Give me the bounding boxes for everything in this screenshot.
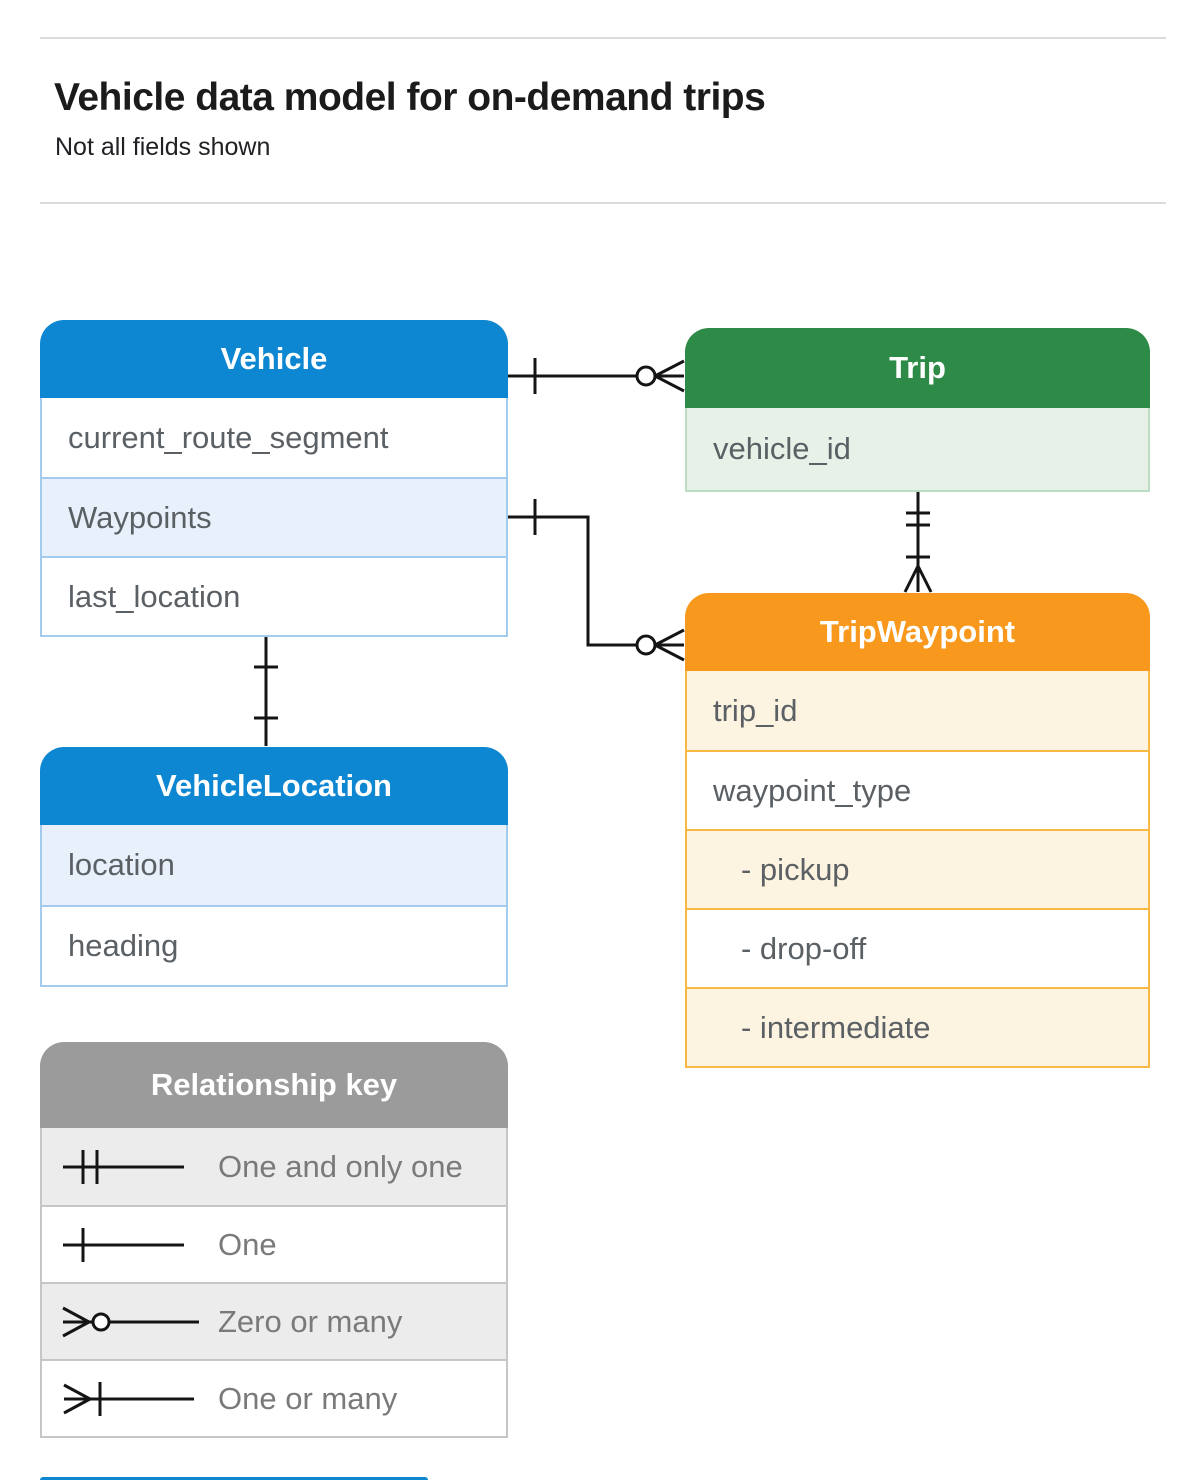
entity-header-vehicle: Vehicle <box>40 320 508 398</box>
field-waypoint-type-dropoff: - drop-off <box>687 908 1148 987</box>
legend-item-one-or-many: One or many <box>42 1359 506 1436</box>
legend-label: One <box>218 1226 277 1262</box>
legend-label: One or many <box>218 1380 398 1416</box>
cut-off-next-table-header <box>40 1477 428 1480</box>
entity-body-tripwaypoint: trip_id waypoint_type - pickup - drop-of… <box>685 671 1150 1068</box>
entity-header-trip: Trip <box>685 328 1150 408</box>
legend-label: One and only one <box>218 1148 463 1184</box>
connector-trip-tripwaypoint <box>903 492 933 593</box>
divider-bottom <box>40 202 1166 204</box>
entity-header-vehiclelocation: VehicleLocation <box>40 747 508 825</box>
legend-item-one-and-only-one: One and only one <box>42 1128 506 1205</box>
entity-trip: Trip vehicle_id <box>685 328 1150 492</box>
relationship-key-header: Relationship key <box>40 1042 508 1128</box>
legend-item-one: One <box>42 1205 506 1282</box>
legend-label: Zero or many <box>218 1303 403 1339</box>
one-and-only-one-icon <box>63 1149 184 1184</box>
entity-body-trip: vehicle_id <box>685 408 1150 492</box>
field-current-route-segment: current_route_segment <box>42 398 506 477</box>
relationship-key-body: One and only one One Zero or many <box>40 1128 508 1438</box>
connector-vehicle-vehiclelocation <box>254 636 278 746</box>
field-vehicle-id: vehicle_id <box>687 408 1148 490</box>
one-or-many-icon <box>63 1381 194 1416</box>
field-location: location <box>42 825 506 905</box>
page-title: Vehicle data model for on-demand trips <box>54 76 766 119</box>
entity-tripwaypoint: TripWaypoint trip_id waypoint_type - pic… <box>685 593 1150 1068</box>
entity-vehiclelocation: VehicleLocation location heading <box>40 747 508 987</box>
field-last-location: last_location <box>42 556 506 635</box>
connector-vehicle-trip <box>508 358 685 394</box>
connector-waypoints-tripwaypoint <box>508 499 685 662</box>
field-waypoint-type: waypoint_type <box>687 750 1148 829</box>
page-subtitle: Not all fields shown <box>55 133 271 161</box>
field-heading: heading <box>42 905 506 985</box>
divider-top <box>40 37 1166 39</box>
field-waypoint-type-intermediate: - intermediate <box>687 987 1148 1066</box>
field-trip-id: trip_id <box>687 671 1148 750</box>
entity-body-vehiclelocation: location heading <box>40 825 508 987</box>
legend-item-zero-or-many: Zero or many <box>42 1282 506 1359</box>
field-waypoint-type-pickup: - pickup <box>687 829 1148 908</box>
one-icon <box>63 1227 184 1262</box>
field-waypoints: Waypoints <box>42 477 506 556</box>
relationship-key: Relationship key One and only one One <box>40 1042 508 1438</box>
entity-body-vehicle: current_route_segment Waypoints last_loc… <box>40 398 508 637</box>
entity-vehicle: Vehicle current_route_segment Waypoints … <box>40 320 508 637</box>
entity-header-tripwaypoint: TripWaypoint <box>685 593 1150 671</box>
zero-or-many-icon <box>62 1306 199 1337</box>
